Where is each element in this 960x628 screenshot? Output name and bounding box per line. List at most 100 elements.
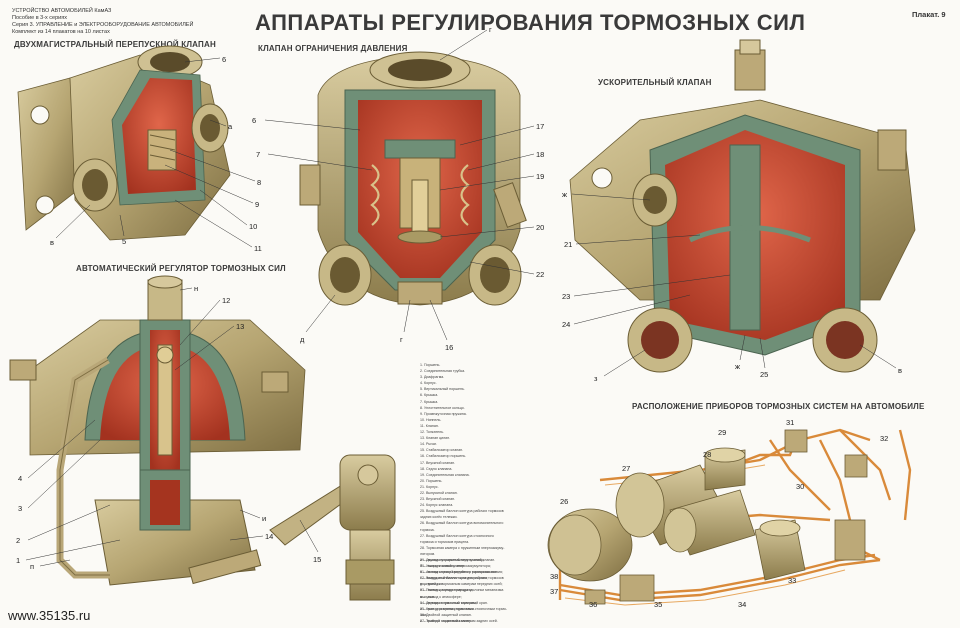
callout-label: 29: [718, 428, 727, 437]
legend-line: 16. Стабилизатор поршень.: [420, 454, 467, 459]
legend-line: тормоза и тормозов прицепа.: [420, 539, 470, 544]
callout-label: 18: [536, 150, 545, 159]
legend-line: передней оси.: [420, 582, 444, 587]
legend-line: 14. Рычаг.: [420, 442, 437, 447]
callout-label: 32: [880, 434, 889, 443]
legend-line: 24. Корпус клапана.: [420, 503, 454, 508]
callout-label: 30: [796, 482, 805, 491]
callout-label: 26: [560, 497, 569, 506]
parts-legend: 1. Поршень. 2. Соединительная трубка. 3.…: [420, 362, 570, 624]
auto-regulator-title: АВТОМАТИЧЕСКИЙ РЕГУЛЯТОР ТОРМОЗНЫХ СИЛ: [76, 264, 286, 273]
pressure-limit-valve-title: КЛАПАН ОГРАНИЧЕНИЯ ДАВЛЕНИЯ: [258, 44, 408, 53]
legend-line: ж — вывод к атмосфере;: [420, 594, 462, 599]
callout-label: 31: [786, 418, 795, 427]
legend-line: 9. Промежуточная пружина.: [420, 411, 467, 416]
legend-line: 20. Поршень.: [420, 478, 443, 483]
callout-label: 21: [564, 240, 573, 249]
callout-label: 9: [255, 200, 260, 209]
legend-line: зом;: [420, 612, 428, 617]
legend-line: 2. Соединительная трубка.: [420, 369, 466, 374]
site-watermark: www.35135.ru: [8, 608, 91, 623]
legend-line: 29. Двухмагистральный перепускной клапан…: [420, 558, 496, 562]
legend-line: е — вывод к тормозному крану;: [420, 588, 473, 593]
callout-label: 12: [222, 296, 231, 305]
callout-label: 24: [562, 320, 571, 329]
legend-line: 25. Воздушный баллон контура рабочих тор…: [420, 509, 504, 514]
legend-line: 34. Двухмагистральный тормозной кран.: [420, 600, 488, 605]
callout-label: 22: [536, 270, 545, 279]
legend-line: задних колёс тележки.: [420, 515, 458, 520]
series-line: УСТРОЙСТВО АВТОМОБИЛЕЙ КамАЗ: [12, 8, 112, 14]
callout-label: в: [50, 238, 54, 247]
poster-number: Плакат. 9: [912, 10, 946, 19]
callout-label: 3: [18, 504, 23, 513]
legend-line: 37. Тройной защитный клапан.: [420, 618, 472, 623]
legend-line: 7. Крышка.: [420, 399, 439, 404]
legend-line: 15. Стабилизатор клапан.: [420, 448, 464, 453]
legend-line: тормоза.: [420, 527, 435, 532]
legend-line: 33. Пневмоцилиндр привода заслонки механ…: [420, 588, 504, 593]
legend-line: выпуска.: [420, 594, 435, 599]
callout-label: 19: [536, 172, 545, 181]
legend-line: 11. Клапан.: [420, 423, 439, 428]
callout-label: 23: [562, 292, 571, 301]
callout-label: 11: [254, 244, 262, 253]
callout-label: 4: [18, 474, 23, 483]
callout-label: 38: [550, 572, 559, 581]
callout-label: г: [489, 25, 492, 34]
callout-label: 20: [536, 223, 545, 232]
callout-label: 8: [257, 178, 262, 187]
legend-line: 23. Впускной клапан.: [420, 497, 456, 502]
legend-line: 19. Соединительная клапана.: [420, 472, 470, 477]
bypass-valve-title: ДВУХМАГИСТРАЛЬНЫЙ ПЕРЕПУСКНОЙ КЛАПАН: [14, 40, 216, 49]
legend-line: 35. Кран управления тормозами.: [420, 606, 475, 611]
legend-line: 32. Воздушный баллон контура рабочих тор…: [420, 576, 504, 581]
layout-title: РАСПОЛОЖЕНИЕ ПРИБОРОВ ТОРМОЗНЫХ СИСТЕМ Н…: [632, 402, 925, 411]
legend-line: 5. Вертикальный поршень.: [420, 387, 465, 392]
series-info: УСТРОЙСТВО АВТОМОБИЛЕЙ КамАЗ Пособие в 3…: [12, 8, 202, 36]
callout-label: 25: [760, 370, 769, 379]
callout-label: 37: [550, 587, 559, 596]
legend-line: 18. Седло клапана.: [420, 466, 453, 471]
legend-line: 3. Диафрагма.: [420, 375, 445, 380]
legend-line: 31. Автоматический регулятор тормозных с…: [420, 570, 498, 575]
callout-label: 6: [222, 55, 227, 64]
callout-label: 1: [16, 556, 21, 565]
legend-line: а — вывод к ускорительному клапану;: [420, 558, 484, 562]
legend-line: д — вывод к тормозным камерам передних о…: [420, 582, 503, 587]
ports-legend: а — вывод к ускорительному клапану; б — …: [420, 557, 560, 624]
callout-label: п: [30, 562, 35, 571]
legend-line: 22. Выпускной клапан.: [420, 490, 458, 495]
legend-line: 26. Воздушный баллон контура вспомогател…: [420, 521, 504, 526]
callout-label: в: [898, 366, 902, 375]
legend-line: з — вывод к тормозным камерам;: [420, 600, 477, 605]
series-line: Пособие в 3-х сериях: [12, 15, 67, 21]
callout-label: 17: [536, 122, 545, 131]
legend-line: 13. Клапан цилин.: [420, 436, 451, 441]
legend-line: 10. Ниппель.: [420, 417, 442, 422]
callout-label: 27: [622, 464, 631, 473]
legend-line: 17. Впускной клапан.: [420, 460, 456, 465]
callout-label: 5: [122, 237, 127, 246]
legend-line: б — вывод к клапану энергоаккумулятора;: [420, 564, 491, 569]
callout-label: 14: [265, 532, 274, 541]
callout-label: 15: [313, 555, 322, 564]
callout-label: 10: [249, 222, 258, 231]
legend-line: 30. Ускорительный клапан.: [420, 564, 466, 569]
legend-line: 8. Уплотнительное кольцо.: [420, 405, 465, 410]
callout-label: 2: [16, 536, 21, 545]
callout-label: 35: [654, 600, 663, 609]
callout-label: 36: [589, 600, 598, 609]
accelerator-valve-title: УСКОРИТЕЛЬНЫЙ КЛАПАН: [598, 78, 712, 87]
legend-line: 21. Корпус.: [420, 484, 439, 489]
legend-line: г — вывод от клапана тормозного крана;: [420, 576, 488, 581]
callout-label: г: [400, 335, 403, 344]
